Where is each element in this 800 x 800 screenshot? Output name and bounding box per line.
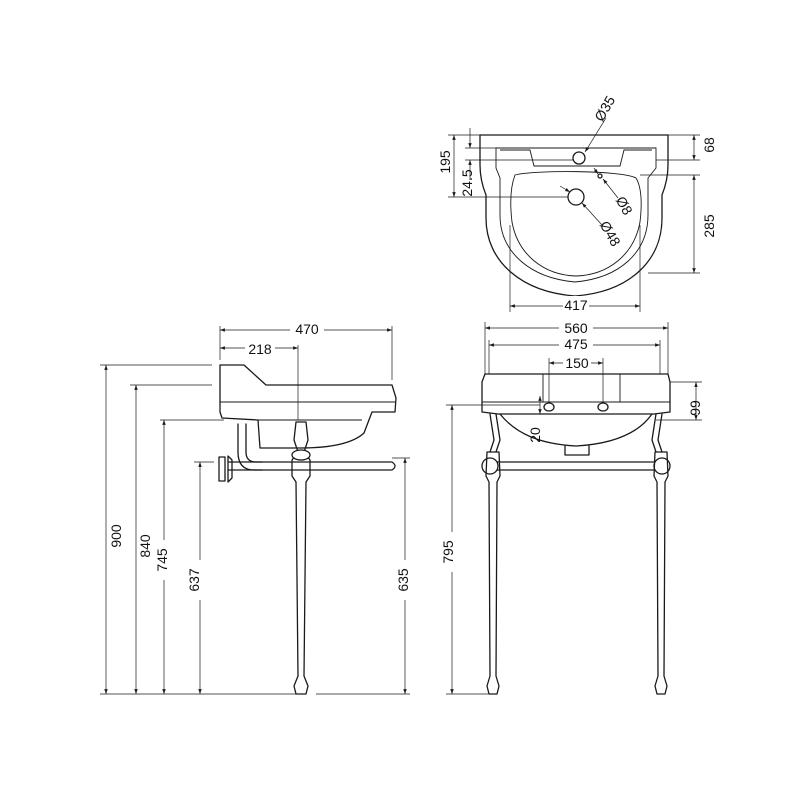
leg-front-right: [653, 451, 669, 695]
side-view: 470 218 900 840 745 637 635: [100, 320, 417, 695]
tap-hole-right: [597, 402, 609, 412]
basin-body-front: [481, 373, 671, 415]
dim-417: 417: [564, 297, 588, 313]
leg-front-left: [485, 451, 501, 695]
dim-745: 745: [154, 548, 170, 572]
waste-outlet-front: [564, 445, 590, 456]
dim-900: 900: [108, 524, 124, 548]
basin-outline-top: [479, 134, 669, 297]
basin-rim: [495, 147, 657, 283]
dim-795: 795: [440, 540, 456, 564]
overflow-hole: [597, 173, 603, 179]
dim-470: 470: [295, 321, 319, 337]
dim-150: 150: [565, 355, 589, 371]
dim-635: 635: [395, 568, 411, 592]
dim-285: 285: [701, 214, 717, 238]
towel-rail-side: [227, 461, 396, 471]
dim-hole-35: Ø35: [591, 93, 618, 124]
dim-475: 475: [564, 336, 588, 352]
waste-hole: [567, 188, 585, 206]
tap-hole-left: [543, 402, 555, 412]
dim-218: 218: [248, 341, 272, 357]
tap-deck: [500, 149, 652, 167]
leg-side: [291, 421, 311, 695]
dim-99: 99: [687, 400, 703, 416]
dim-hole-8: Ø8: [613, 193, 636, 217]
dim-637: 637: [186, 568, 202, 592]
dim-840: 840: [137, 534, 153, 558]
basin-bowl: [510, 171, 642, 277]
basin-profile-side: [219, 364, 397, 449]
dim-68: 68: [701, 137, 717, 153]
towel-rail-front: [487, 461, 665, 471]
front-view: 560 475 150 99 20 795: [440, 320, 703, 695]
dim-20: 20: [527, 427, 543, 443]
dim-24-5: 24.5: [459, 169, 475, 196]
dim-hole-48: Ø48: [597, 218, 624, 249]
dim-195: 195: [437, 150, 453, 174]
top-view: Ø35 Ø8 Ø48 195 24.5 68 285 417: [437, 93, 717, 313]
wall-flange: [218, 456, 226, 482]
tap-hole: [572, 151, 586, 165]
dim-560: 560: [564, 320, 588, 336]
